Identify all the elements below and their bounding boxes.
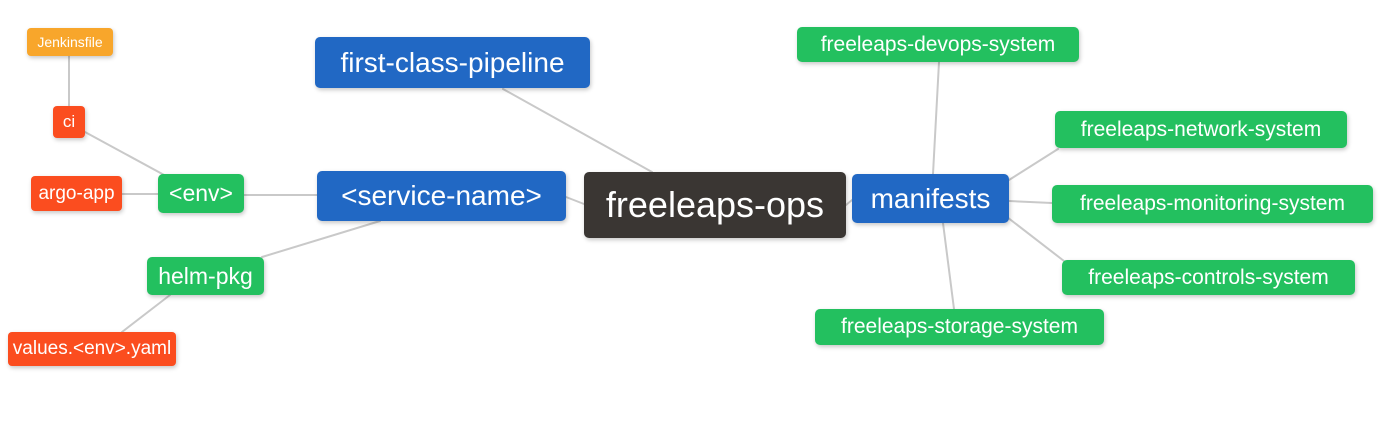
node-values-env-yaml[interactable]: values.<env>.yaml [8, 332, 176, 366]
edge-manifests-monitoring [1008, 200, 1053, 204]
node-first-class-pipeline[interactable]: first-class-pipeline [315, 37, 590, 88]
edge-service-name-root [565, 196, 585, 205]
node-argo-app[interactable]: argo-app [31, 176, 122, 211]
edge-manifests-network [1008, 148, 1059, 181]
node-network-system[interactable]: freeleaps-network-system [1055, 111, 1347, 148]
node-jenkinsfile[interactable]: Jenkinsfile [27, 28, 113, 56]
node-devops-system[interactable]: freeleaps-devops-system [797, 27, 1079, 62]
edge-pipeline-root [502, 88, 653, 173]
node-helm-pkg[interactable]: helm-pkg [147, 257, 264, 295]
edge-root-manifests [845, 199, 853, 206]
node-storage-system[interactable]: freeleaps-storage-system [815, 309, 1104, 345]
edge-manifests-controls [1006, 216, 1065, 262]
node-monitoring-system[interactable]: freeleaps-monitoring-system [1052, 185, 1373, 223]
node-service-name[interactable]: <service-name> [317, 171, 566, 221]
edge-helm-pkg-service-name [261, 220, 381, 258]
node-env[interactable]: <env> [158, 174, 244, 213]
node-manifests[interactable]: manifests [852, 174, 1009, 223]
edge-manifests-devops [932, 61, 940, 175]
node-freeleaps-ops-root[interactable]: freeleaps-ops [584, 172, 846, 238]
edge-manifests-storage [942, 222, 955, 310]
node-controls-system[interactable]: freeleaps-controls-system [1062, 260, 1355, 295]
edge-values-helm-pkg [121, 294, 171, 333]
edge-ci-env [84, 131, 167, 177]
node-ci[interactable]: ci [53, 106, 85, 138]
